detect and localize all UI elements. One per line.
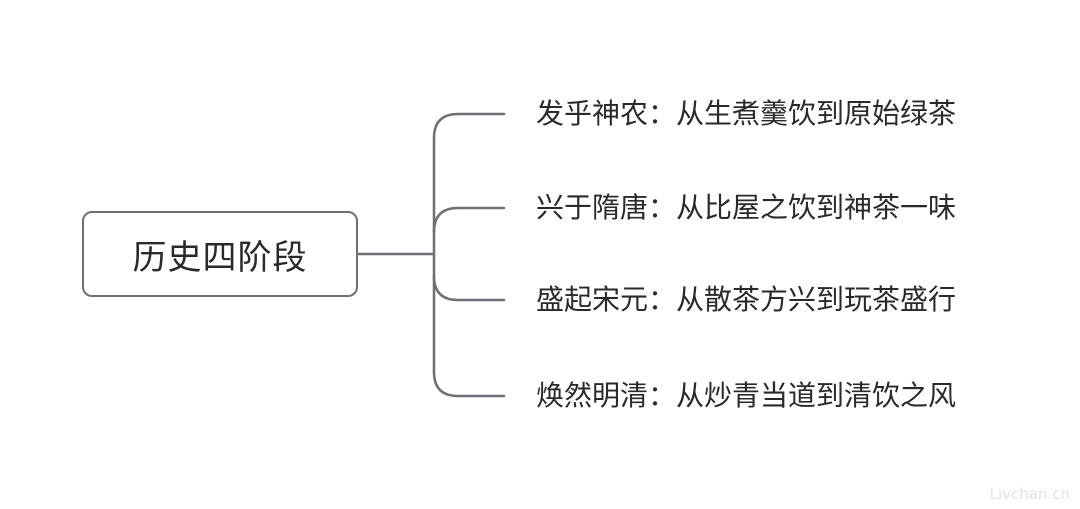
branch-connector-3 — [432, 274, 506, 302]
root-node-label: 历史四阶段 — [132, 237, 308, 278]
watermark: Livchan.cn — [989, 485, 1070, 503]
branch-node-2: 兴于隋唐：从比屋之饮到神茶一味 — [536, 191, 957, 224]
branch-node-3: 盛起宋元：从散茶方兴到玩茶盛行 — [536, 283, 957, 316]
branch-node-1: 发乎神农：从生煮羹饮到原始绿茶 — [536, 97, 957, 130]
branch-connector-4 — [432, 370, 506, 398]
branch-connector-2 — [432, 206, 506, 234]
root-node: 历史四阶段 — [82, 211, 358, 297]
branch-connector-1 — [432, 112, 506, 140]
branch-node-4: 焕然明清：从炒青当道到清饮之风 — [536, 379, 957, 412]
